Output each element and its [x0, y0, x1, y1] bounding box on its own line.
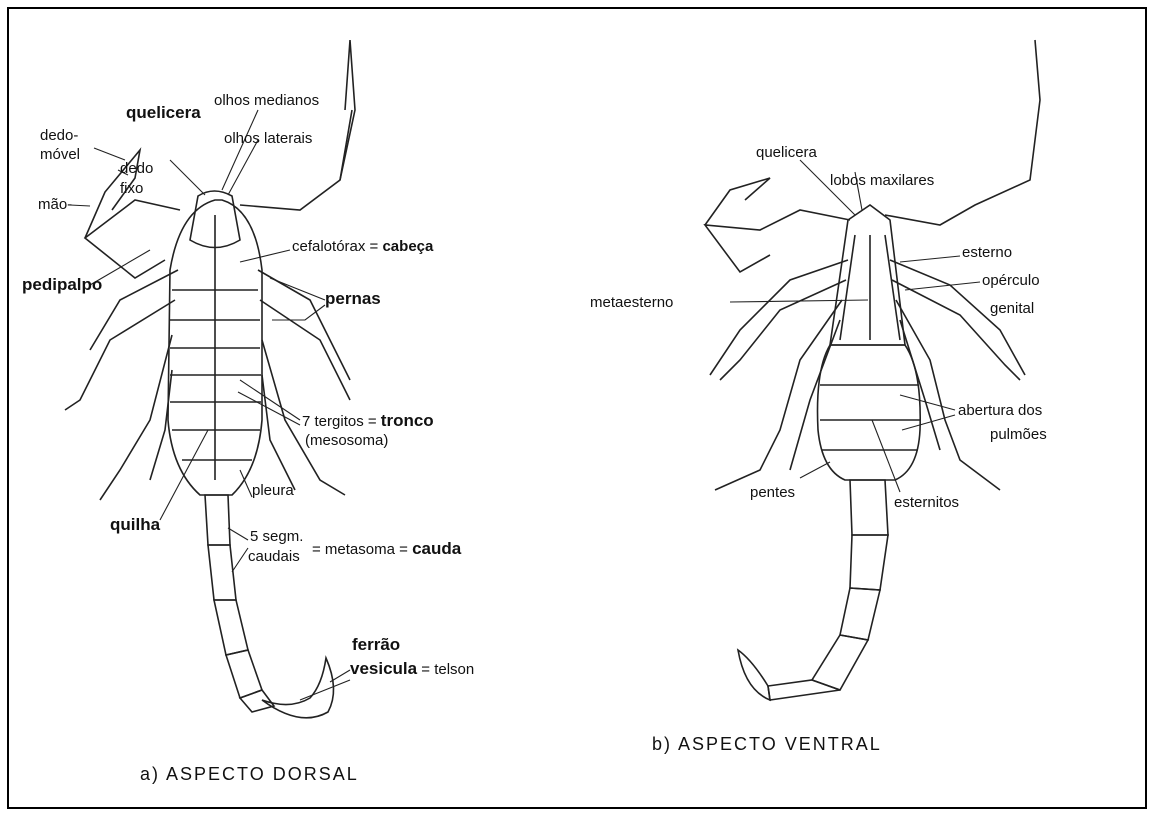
label-operculo-1: opérculo — [982, 272, 1040, 290]
label-quelicera-ventral: quelicera — [756, 144, 817, 162]
label-vesicula: vesicula = telson — [350, 660, 474, 679]
label-dedo-fixo-1: dedo — [120, 160, 153, 178]
label-tergitos: 7 tergitos = tronco — [302, 412, 434, 431]
label-esterno: esterno — [962, 244, 1012, 262]
ventral-scorpion-drawing — [705, 40, 1040, 700]
label-quilha: quilha — [110, 516, 160, 534]
label-dedo-movel-2: móvel — [40, 146, 80, 164]
label-metasoma: = metasoma = cauda — [312, 540, 461, 559]
label-ferrao: ferrão — [352, 636, 400, 654]
label-pentes: pentes — [750, 484, 795, 502]
label-pedipalpo: pedipalpo — [22, 276, 102, 294]
label-mesosoma: (mesosoma) — [305, 432, 388, 450]
label-pernas: pernas — [325, 290, 381, 308]
label-quelicera-dorsal: quelicera — [126, 104, 201, 122]
label-dedo-fixo-2: fixo — [120, 180, 143, 198]
label-segm-1: 5 segm. — [250, 528, 303, 546]
label-abertura-2: pulmões — [990, 426, 1047, 444]
label-dedo-movel-1: dedo- — [40, 127, 78, 145]
label-esternitos: esternitos — [894, 494, 959, 512]
label-olhos-laterais: olhos laterais — [224, 130, 312, 148]
label-metaesterno: metaesterno — [590, 294, 673, 312]
label-pleura: pleura — [252, 482, 294, 500]
leader-lines — [70, 110, 980, 700]
label-abertura-1: abertura dos — [958, 402, 1042, 420]
label-cefalotorax: cefalotórax = cabeça — [292, 238, 433, 256]
label-operculo-2: genital — [990, 300, 1034, 318]
label-olhos-medianos: olhos medianos — [214, 92, 319, 110]
label-segm-2: caudais — [248, 548, 300, 566]
caption-dorsal: a) ASPECTO DORSAL — [140, 764, 359, 785]
label-mao: mão- — [38, 196, 72, 214]
caption-ventral: b) ASPECTO VENTRAL — [652, 734, 882, 755]
label-lobos-maxilares: lobos maxilares — [830, 172, 934, 190]
